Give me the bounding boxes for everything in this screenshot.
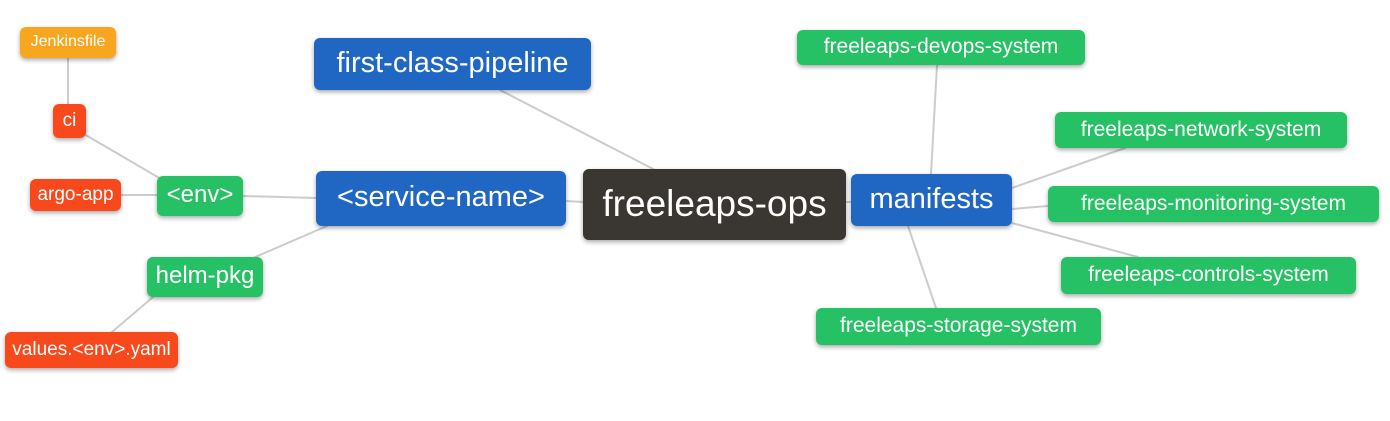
edge-service-name-to-freeleaps-ops	[565, 200, 584, 203]
edge-manifests-to-freeleaps-devops-system	[930, 64, 938, 175]
node-label-freeleaps-storage-system: freeleaps-storage-system	[840, 314, 1077, 337]
node-label-argo-app: argo-app	[37, 183, 114, 205]
node-label-env: <env>	[166, 181, 234, 208]
node-label-freeleaps-network-system: freeleaps-network-system	[1080, 117, 1322, 141]
node-env[interactable]: <env>	[157, 176, 243, 216]
edge-service-name-to-helm-pkg	[252, 225, 328, 259]
node-label-ci: ci	[62, 109, 77, 131]
edge-first-class-pipeline-to-freeleaps-ops	[499, 89, 658, 172]
node-first-class-pipeline[interactable]: first-class-pipeline	[314, 38, 591, 90]
node-freeleaps-ops[interactable]: freeleaps-ops	[583, 169, 846, 240]
node-label-freeleaps-devops-system: freeleaps-devops-system	[823, 35, 1059, 58]
node-label-manifests: manifests	[869, 182, 994, 215]
node-freeleaps-controls-system[interactable]: freeleaps-controls-system	[1061, 257, 1356, 294]
node-argo-app[interactable]: argo-app	[30, 179, 121, 211]
node-label-jenkinsfile: Jenkinsfile	[30, 32, 106, 50]
edge-ci-to-env	[83, 133, 162, 180]
node-freeleaps-network-system[interactable]: freeleaps-network-system	[1055, 112, 1347, 148]
node-label-freeleaps-ops: freeleaps-ops	[602, 183, 827, 224]
node-helm-pkg[interactable]: helm-pkg	[147, 257, 263, 297]
edge-manifests-to-freeleaps-monitoring-system	[1011, 205, 1049, 210]
node-manifests[interactable]: manifests	[851, 174, 1012, 226]
node-label-helm-pkg: helm-pkg	[155, 262, 255, 289]
edge-manifests-to-freeleaps-network-system	[1011, 147, 1126, 189]
node-service-name[interactable]: <service-name>	[316, 171, 566, 226]
node-label-freeleaps-controls-system: freeleaps-controls-system	[1088, 263, 1329, 286]
node-label-values-env-yaml: values.<env>.yaml	[12, 338, 171, 360]
node-label-service-name: <service-name>	[337, 181, 545, 213]
edge-env-to-service-name	[242, 195, 317, 199]
node-freeleaps-storage-system[interactable]: freeleaps-storage-system	[816, 308, 1101, 345]
edge-manifests-to-freeleaps-storage-system	[907, 225, 937, 309]
edge-manifests-to-freeleaps-controls-system	[1011, 222, 1139, 258]
node-label-freeleaps-monitoring-system: freeleaps-monitoring-system	[1081, 191, 1346, 215]
node-jenkinsfile[interactable]: Jenkinsfile	[20, 27, 116, 58]
node-label-first-class-pipeline: first-class-pipeline	[336, 46, 569, 79]
edge-helm-pkg-to-values-env-yaml	[111, 296, 154, 333]
node-freeleaps-monitoring-system[interactable]: freeleaps-monitoring-system	[1048, 186, 1379, 222]
node-values-env-yaml[interactable]: values.<env>.yaml	[5, 332, 178, 368]
node-ci[interactable]: ci	[53, 104, 86, 138]
node-freeleaps-devops-system[interactable]: freeleaps-devops-system	[797, 30, 1085, 65]
